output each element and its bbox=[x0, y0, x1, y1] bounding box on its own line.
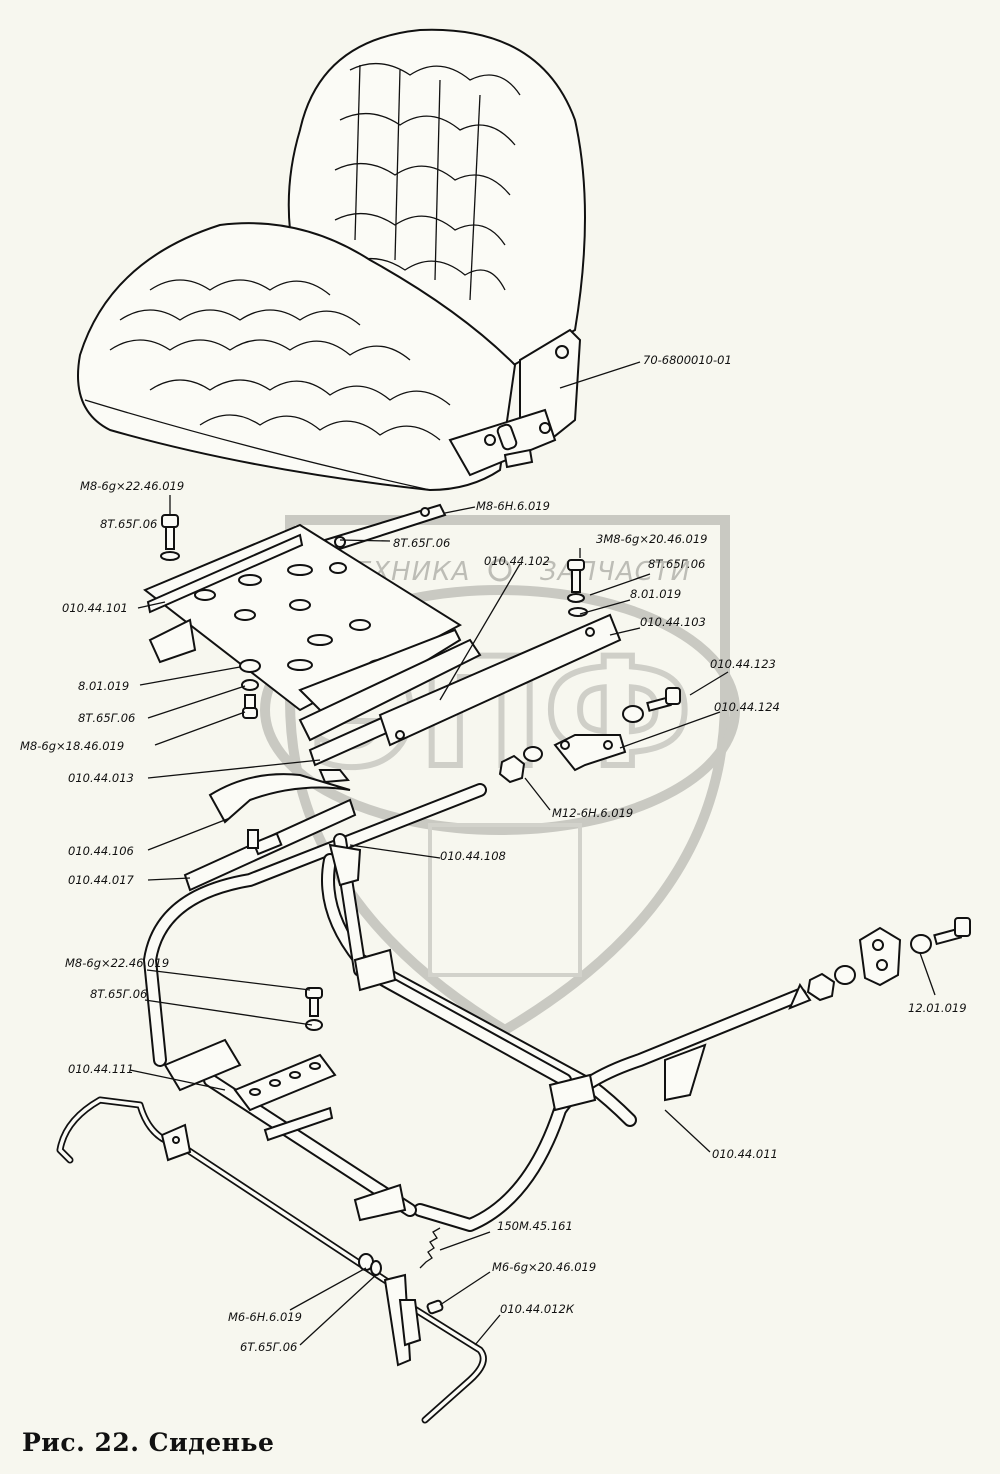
label-part-111: 010.44.111 bbox=[68, 1062, 134, 1076]
label-washer-12: 12.01.019 bbox=[908, 1001, 967, 1015]
label-frame-011: 010.44.011 bbox=[712, 1147, 778, 1161]
label-washer-m6: 6Т.65Г.06 bbox=[240, 1340, 297, 1354]
label-washer-top-left: 8Т.65Г.06 bbox=[100, 517, 157, 531]
bracket-hole bbox=[555, 345, 569, 359]
washer bbox=[910, 934, 932, 954]
label-plate-106: 010.44.106 bbox=[68, 844, 134, 858]
label-bolt-top-left: М8-6g×22.46.019 bbox=[80, 479, 184, 493]
washer bbox=[568, 607, 588, 617]
bolt-head bbox=[426, 1299, 444, 1315]
nut bbox=[806, 972, 836, 1002]
washer bbox=[523, 746, 543, 762]
label-slider-017: 010.44.017 bbox=[68, 873, 135, 887]
watermark-right-text: ЗАПЧАСТИ bbox=[540, 557, 691, 587]
strip-and-slider bbox=[183, 773, 357, 892]
label-plate-101: 010.44.101 bbox=[62, 601, 128, 615]
bolt-head bbox=[567, 559, 585, 571]
label-bracket-124: 010.44.124 bbox=[714, 700, 780, 714]
label-washer-top-mid: 8Т.65Г.06 bbox=[393, 536, 450, 550]
hinge-bracket bbox=[448, 328, 582, 477]
label-washer-top-right: 8Т.65Г.06 bbox=[648, 557, 705, 571]
washer bbox=[567, 593, 585, 603]
label-seat-assembly: 70-6800010-01 bbox=[643, 353, 732, 367]
leader-lines bbox=[129, 361, 936, 1346]
label-washer-flat-left: 8.01.019 bbox=[78, 679, 129, 693]
bolt-head bbox=[665, 687, 681, 705]
bolt-head bbox=[954, 917, 971, 937]
gear-icon bbox=[488, 558, 512, 582]
label-bolt-top-right: 3М8-6g×20.46.019 bbox=[596, 532, 708, 546]
label-washer-mid-left: 8Т.65Г.06 bbox=[90, 987, 147, 1001]
slide-rails bbox=[298, 613, 622, 784]
label-nut-m12: М12-6Н.6.019 bbox=[552, 806, 633, 820]
label-part-108: 010.44.108 bbox=[440, 849, 506, 863]
label-rail-103: 010.44.103 bbox=[640, 615, 706, 629]
label-washer-left-2: 8Т.65Г.06 bbox=[78, 711, 135, 725]
label-washer-flat-right: 8.01.019 bbox=[630, 587, 681, 601]
washer bbox=[329, 562, 347, 574]
washer bbox=[239, 659, 261, 673]
label-nut-top: М8-6Н.6.019 bbox=[476, 499, 550, 513]
mount-plate-101 bbox=[143, 523, 462, 722]
label-bolt-mid-left: М8-6g×22.46.019 bbox=[65, 956, 169, 970]
washer bbox=[370, 1260, 382, 1276]
part-labels: 70-6800010-01 М8-6g×22.46.019 8Т.65Г.06 … bbox=[20, 353, 967, 1354]
seat-cushion bbox=[77, 222, 517, 492]
figure-caption: Рис. 22. Сиденье bbox=[22, 1428, 275, 1457]
cross-brackets-111 bbox=[163, 987, 337, 1142]
label-lever-012: 010.44.012К bbox=[500, 1302, 575, 1316]
nut bbox=[498, 754, 526, 784]
label-bolt-left-18: М8-6g×18.46.019 bbox=[20, 739, 124, 753]
washer bbox=[241, 679, 259, 691]
bolt-head bbox=[161, 514, 179, 528]
tubular-frame bbox=[143, 783, 807, 1232]
label-spring: 150М.45.161 bbox=[497, 1219, 573, 1233]
right-end-hardware bbox=[788, 917, 971, 1010]
washer bbox=[160, 551, 180, 561]
label-nut-m6: М6-6Н.6.019 bbox=[228, 1310, 302, 1324]
hardware-bolts bbox=[160, 514, 681, 784]
label-bolt-m6: М6-6g×20.46.019 bbox=[492, 1260, 596, 1274]
bolt-head bbox=[242, 707, 258, 719]
washer bbox=[834, 965, 856, 985]
lower-rod-lever bbox=[56, 1096, 487, 1424]
label-strip-013: 010.44.013 bbox=[68, 771, 134, 785]
label-bolt-123: 010.44.123 bbox=[710, 657, 776, 671]
washer bbox=[622, 705, 644, 723]
washer bbox=[305, 1019, 323, 1031]
label-plate-102: 010.44.102 bbox=[484, 554, 550, 568]
